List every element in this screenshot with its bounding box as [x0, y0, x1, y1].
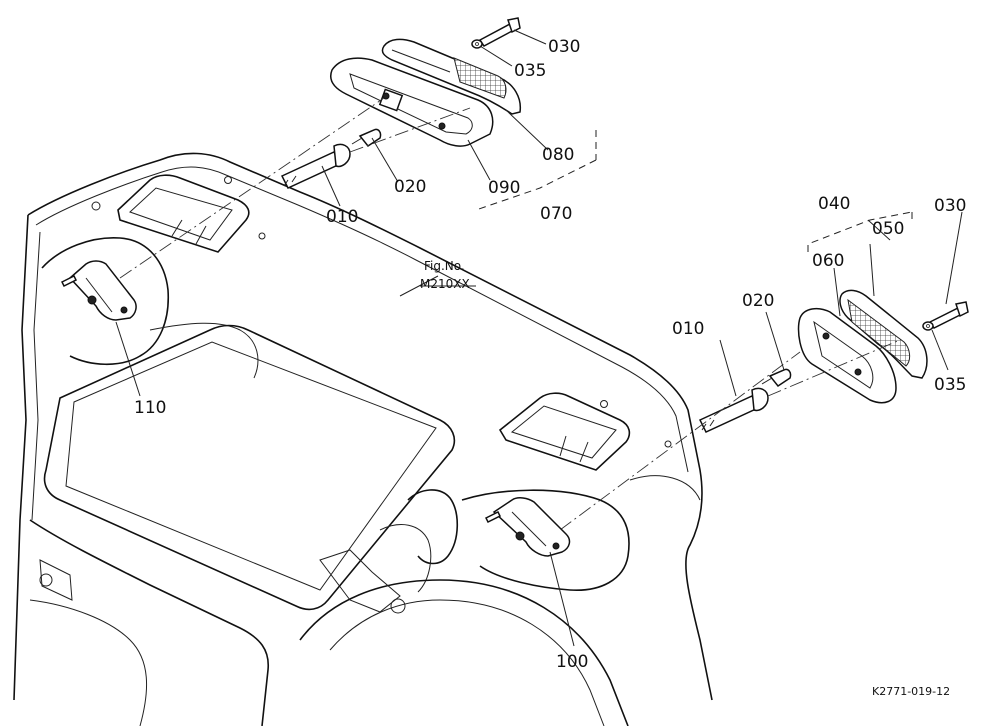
label-right-washer: 035 — [934, 375, 966, 395]
left-socket-010 — [280, 143, 351, 189]
drawing-code: K2771-019-12 — [872, 685, 950, 698]
label-left-socket: 010 — [326, 207, 358, 227]
right-bolt-030 — [928, 301, 969, 329]
label-right-housing: 060 — [812, 251, 844, 271]
label-right-bracket: 100 — [556, 652, 588, 672]
right-assembly-bracket — [807, 211, 913, 252]
right-bracket-100 — [484, 497, 571, 557]
right-lamp-assembly — [559, 289, 969, 531]
label-left-washer: 035 — [514, 61, 546, 81]
left-housing-090 — [330, 57, 494, 147]
fig-no-code: M210XX — [420, 277, 470, 291]
cab-floor-frame — [13, 152, 713, 726]
label-right-assembly: 040 — [818, 194, 850, 214]
right-socket-010 — [698, 387, 769, 433]
right-lens-050 — [839, 289, 928, 379]
left-lamp-assembly — [119, 17, 522, 279]
fig-no-label: Fig.No. — [424, 259, 465, 273]
label-left-housing: 090 — [488, 178, 520, 198]
right-washer-035 — [922, 321, 934, 331]
label-right-lens: 050 — [872, 219, 904, 239]
left-assembly-bracket — [475, 130, 597, 211]
left-washer-035 — [471, 39, 483, 49]
label-left-lens: 080 — [542, 145, 574, 165]
label-left-assembly: 070 — [540, 204, 572, 224]
left-bulb-020 — [351, 128, 382, 148]
left-lens-080 — [381, 38, 522, 115]
right-housing-060 — [797, 307, 897, 404]
label-left-bolt: 030 — [548, 37, 580, 57]
label-right-bolt: 030 — [934, 196, 966, 216]
figure-reference: Fig.No. M210XX — [420, 259, 470, 291]
label-left-bracket: 110 — [134, 398, 166, 418]
callout-labels: 030 035 080 090 020 010 070 110 040 050 … — [134, 37, 966, 672]
label-left-bulb: 020 — [394, 177, 426, 197]
leader-lines — [115, 29, 963, 647]
right-bulb-020 — [761, 368, 792, 388]
label-right-socket: 010 — [672, 319, 704, 339]
left-bolt-030 — [478, 17, 521, 47]
left-bracket-110 — [60, 260, 137, 321]
label-right-bulb: 020 — [742, 291, 774, 311]
